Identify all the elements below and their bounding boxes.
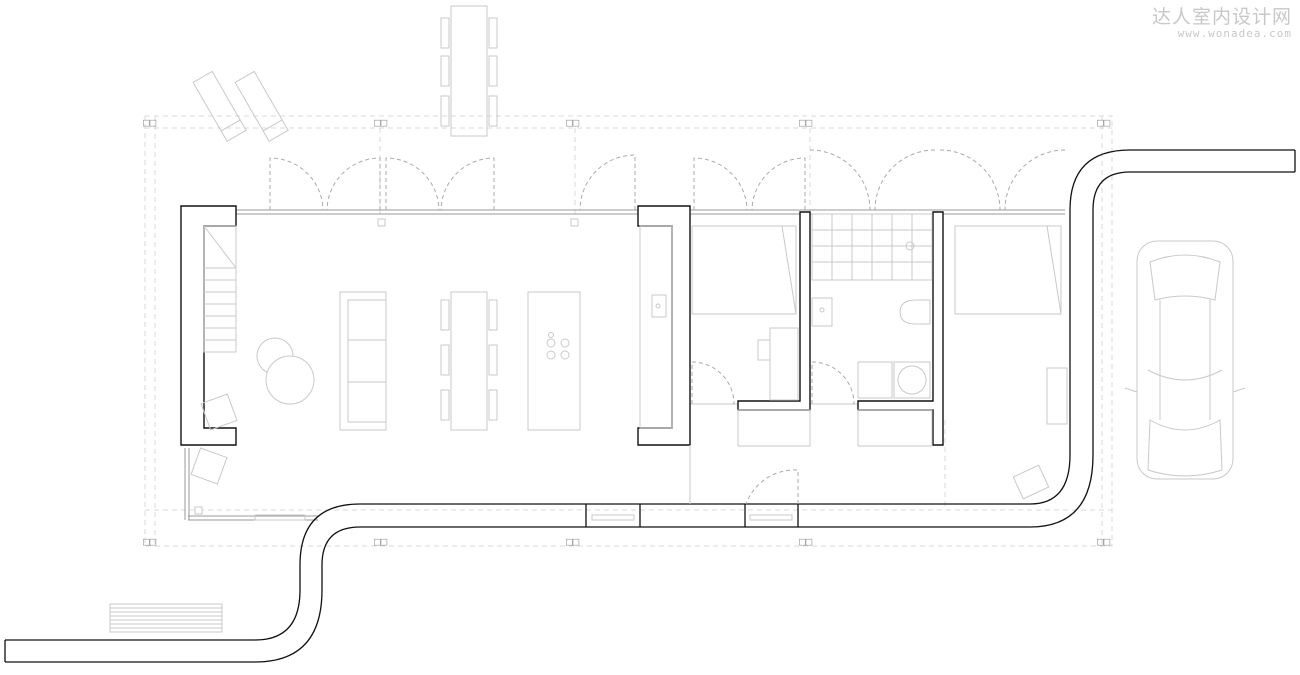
grid-label: □□ [799, 116, 813, 129]
walls [180, 205, 944, 446]
staircase [203, 225, 237, 353]
grid-label: □□ [374, 535, 388, 548]
entry-steps [109, 603, 223, 633]
grid-label: □□ [143, 535, 157, 548]
grid-labels-bottom: □□ □□ □□ □□ □□ [143, 535, 1111, 548]
structural-grid [144, 115, 1113, 547]
dining-table [440, 291, 498, 431]
bedroom-2 [954, 225, 1068, 500]
kitchen-island [527, 291, 581, 431]
bathroom [811, 213, 933, 447]
entrance-door [689, 445, 799, 505]
grid-label: □□ [1097, 535, 1111, 548]
living-furniture [190, 291, 387, 485]
grid-label: □□ [799, 535, 813, 548]
watermark-site-name: 达人室内设计网 [1151, 6, 1292, 28]
site-path [4, 149, 1296, 663]
grid-label: □□ [566, 116, 580, 129]
grid-label: □□ [374, 116, 388, 129]
grid-label: □□ [566, 535, 580, 548]
parked-car [1124, 240, 1246, 480]
south-facade [184, 403, 860, 521]
sun-loungers [192, 70, 289, 142]
bedroom-1 [691, 225, 811, 447]
north-door-swings [269, 149, 1066, 211]
grid-labels-top: □□ □□ □□ □□ □□ [143, 116, 1111, 129]
grid-label: □□ [143, 116, 157, 129]
watermark-url: www.wonadea.com [1177, 27, 1292, 40]
kitchen-counter [639, 225, 673, 429]
grid-label: □□ [1097, 116, 1111, 129]
outdoor-dining-table [440, 5, 498, 137]
